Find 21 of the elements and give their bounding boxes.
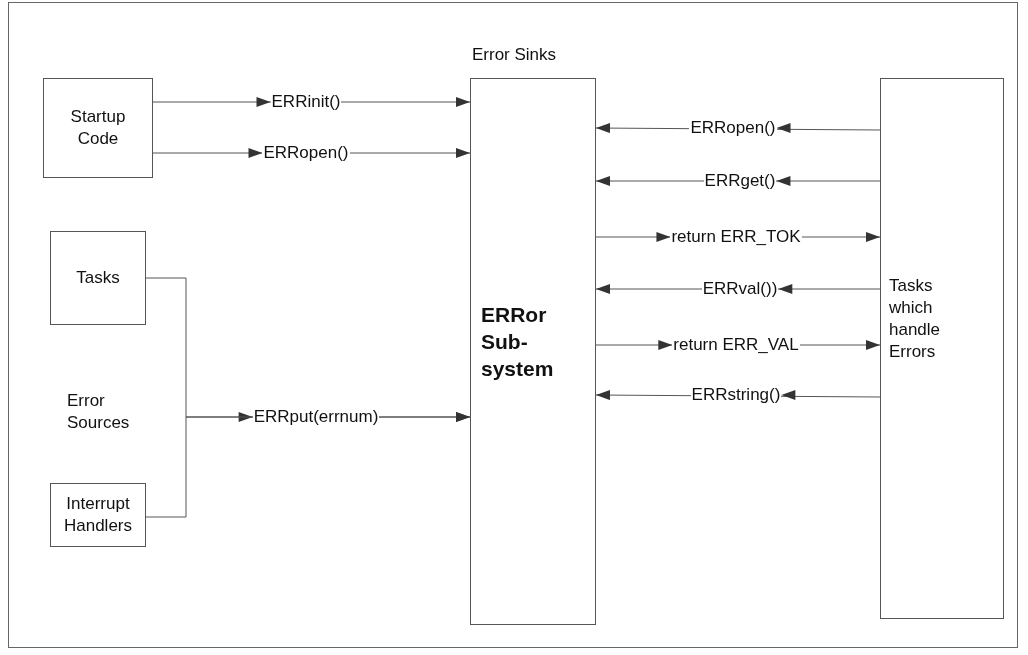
- process-box: [470, 78, 596, 625]
- node-label: Tasks which handle Errors: [889, 274, 942, 363]
- edge-label: ERRinit(): [270, 92, 342, 112]
- node-label: ERRor Sub- system: [481, 302, 555, 382]
- process-box: [43, 78, 153, 178]
- group-label: Error Sources: [67, 390, 131, 434]
- edge-label: ERRopen(): [689, 118, 777, 138]
- process-box: [50, 483, 146, 547]
- node-label: Interrupt Handlers: [62, 493, 133, 537]
- edge-label: ERRget(): [703, 171, 777, 191]
- edge-label: ERRput(errnum): [252, 407, 380, 427]
- edge-label: ERRstring(): [690, 385, 782, 405]
- process-box: [50, 231, 146, 325]
- edge-label: ERRval()): [701, 279, 779, 299]
- edge-label: return ERR_TOK: [670, 227, 802, 247]
- edge-label: return ERR_VAL: [672, 335, 800, 355]
- edge-label: ERRopen(): [262, 143, 350, 163]
- process-box: [880, 78, 1004, 619]
- node-label: Tasks: [76, 267, 120, 289]
- node-label: Startup Code: [69, 106, 127, 150]
- group-label: Error Sinks: [472, 44, 557, 66]
